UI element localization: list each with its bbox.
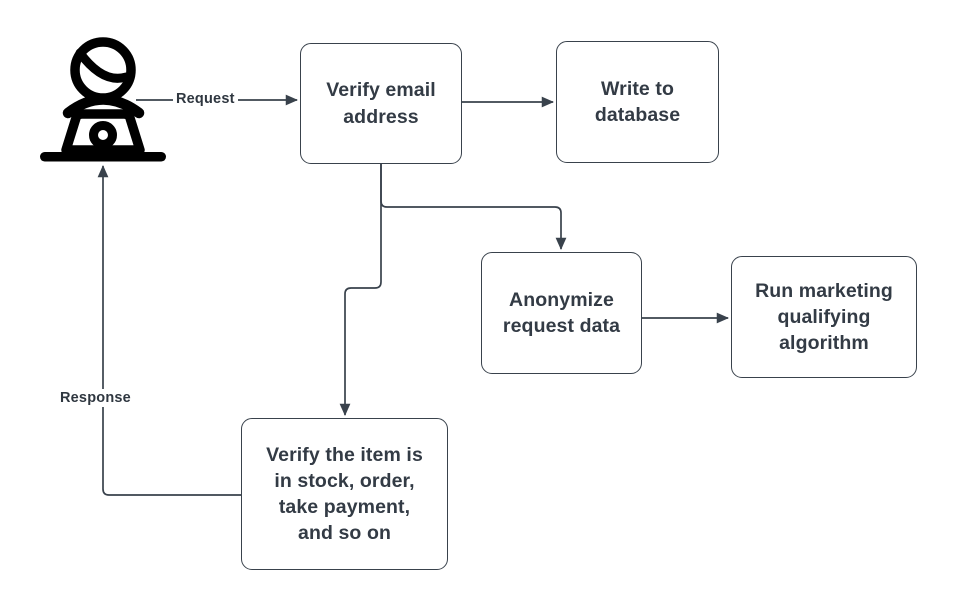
node-run-marketing-label: Run marketing qualifying algorithm bbox=[755, 279, 893, 355]
node-anonymize[interactable]: Anonymize request data bbox=[481, 252, 642, 374]
edge-verify-email-to-anonymize bbox=[380, 163, 567, 250]
node-verify-stock[interactable]: Verify the item is in stock, order, take… bbox=[241, 418, 448, 570]
person-at-laptop-icon bbox=[40, 37, 166, 162]
node-write-database-label: Write to database bbox=[594, 77, 681, 126]
node-anonymize-label: Anonymize request data bbox=[502, 288, 621, 337]
edge-verify-email-to-verify-stock bbox=[339, 163, 382, 416]
node-verify-email-label: Verify email address bbox=[326, 79, 436, 128]
node-run-marketing[interactable]: Run marketing qualifying algorithm bbox=[731, 256, 917, 378]
edge-response bbox=[97, 165, 241, 496]
node-verify-stock-label: Verify the item is in stock, order, take… bbox=[266, 443, 423, 545]
edge-label-request: Request bbox=[173, 90, 238, 108]
node-verify-email[interactable]: Verify email address bbox=[300, 43, 462, 164]
node-write-database[interactable]: Write to database bbox=[556, 41, 719, 163]
edge-label-response: Response bbox=[57, 389, 134, 407]
